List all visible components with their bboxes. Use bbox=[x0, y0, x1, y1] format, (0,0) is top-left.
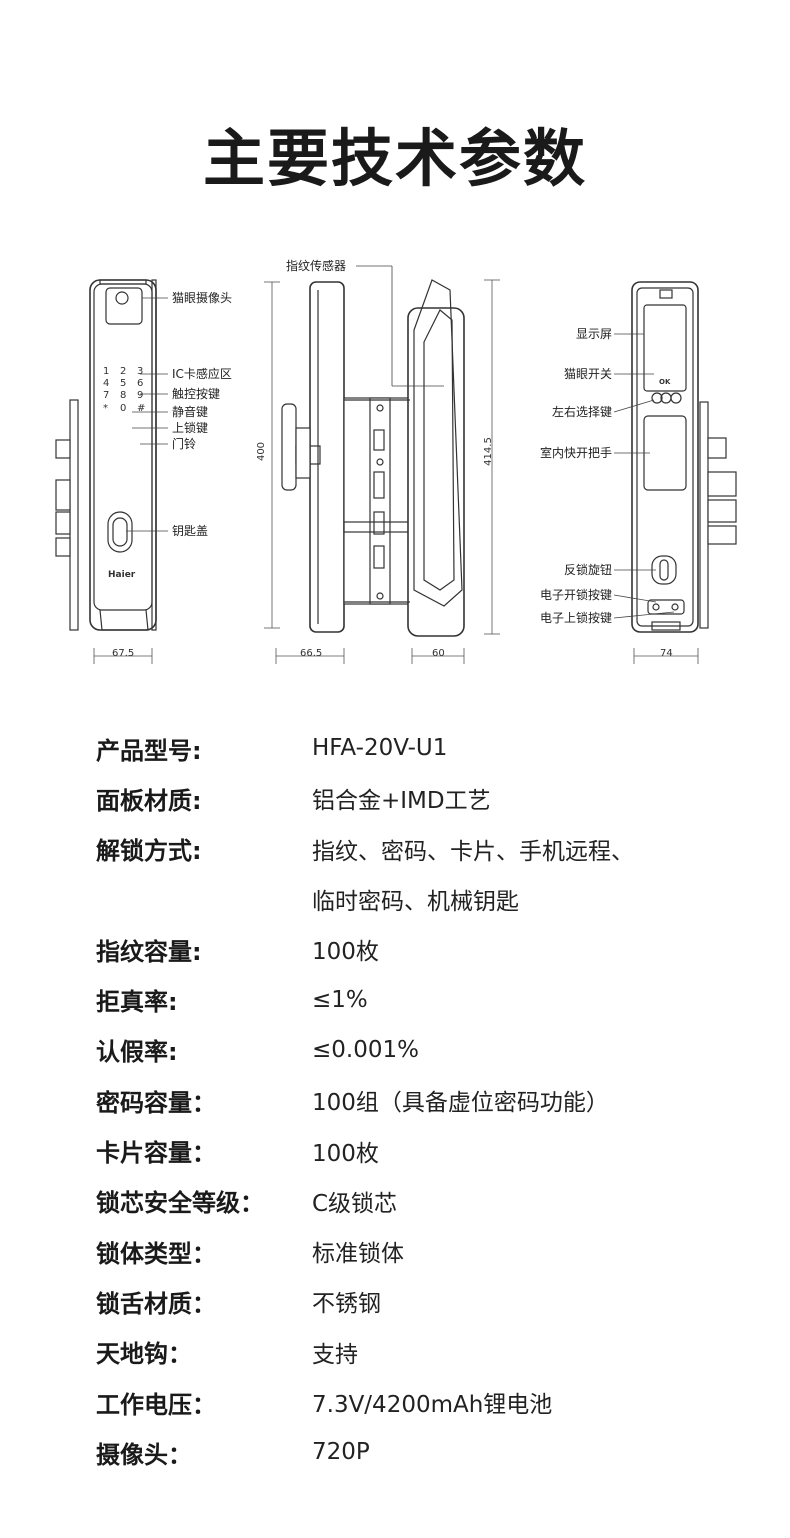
key-star: * bbox=[103, 403, 108, 414]
label-peephole-switch: 猫眼开关 bbox=[563, 367, 612, 381]
spec-value: 支持 bbox=[312, 1341, 358, 1368]
spec-value: HFA-20V-U1 bbox=[312, 735, 448, 762]
spec-value: 标准锁体 bbox=[312, 1241, 404, 1268]
label-lock-key: 上锁键 bbox=[172, 421, 209, 435]
dim-front-width: 67.5 bbox=[112, 648, 135, 659]
spec-value: 100组（具备虚位密码功能） bbox=[312, 1090, 609, 1117]
spec-list: 产品型号: HFA-20V-U1 面板材质: 铝合金+IMD工艺 解锁方式: 指纹、密… bbox=[96, 723, 736, 1477]
spec-key: 认假率: bbox=[96, 1038, 178, 1067]
spec-row: 密码容量： 100组（具备虚位密码功能） bbox=[96, 1075, 736, 1125]
spec-row: 解锁方式: 指纹、密码、卡片、手机远程、 bbox=[96, 824, 736, 874]
ok-key: OK bbox=[659, 378, 671, 386]
spec-value: 不锈钢 bbox=[312, 1291, 381, 1318]
spec-value: 指纹、密码、卡片、手机远程、 bbox=[312, 838, 634, 865]
key-7: 7 bbox=[103, 390, 110, 401]
spec-row: 面板材质: 铝合金+IMD工艺 bbox=[96, 773, 736, 823]
spec-value: 铝合金+IMD工艺 bbox=[312, 788, 491, 815]
label-mute-key: 静音键 bbox=[172, 405, 209, 419]
spec-value: ≤0.001% bbox=[312, 1036, 419, 1063]
label-quick-open-handle: 室内快开把手 bbox=[539, 446, 612, 460]
spec-key: 工作电压： bbox=[96, 1390, 216, 1419]
dim-height-right: 414.5 bbox=[482, 437, 494, 466]
label-left-right-key: 左右选择键 bbox=[551, 405, 612, 419]
key-5: 5 bbox=[120, 378, 127, 389]
spec-value: 7.3V/4200mAh锂电池 bbox=[312, 1392, 553, 1418]
spec-row: 天地钩： 支持 bbox=[96, 1327, 736, 1377]
spec-value: ≤1% bbox=[312, 986, 368, 1013]
key-hash: # bbox=[137, 403, 146, 414]
side-view bbox=[281, 279, 465, 637]
spec-key: 摄像头： bbox=[96, 1440, 192, 1469]
spec-key: 锁体类型： bbox=[96, 1239, 216, 1268]
spec-row: 产品型号: HFA-20V-U1 bbox=[96, 723, 736, 773]
spec-key: 锁芯安全等级： bbox=[96, 1189, 264, 1218]
spec-key: 密码容量： bbox=[96, 1088, 216, 1117]
spec-row: 摄像头： 720P bbox=[96, 1427, 736, 1477]
spec-row: 锁体类型： 标准锁体 bbox=[96, 1226, 736, 1276]
label-ic-card-area: IC卡感应区 bbox=[172, 367, 232, 381]
spec-value: 100枚 bbox=[312, 1140, 379, 1167]
spec-value: 720P bbox=[312, 1439, 370, 1466]
page-title: 主要技术参数 bbox=[202, 122, 587, 195]
label-deadlock-knob: 反锁旋钮 bbox=[563, 563, 612, 577]
lock-drawing bbox=[55, 265, 737, 664]
spec-row: 临时密码、机械钥匙 bbox=[96, 874, 736, 924]
key-0: 0 bbox=[120, 403, 127, 414]
key-4: 4 bbox=[103, 378, 110, 389]
spec-value: 100枚 bbox=[312, 939, 379, 966]
spec-key: 面板材质: bbox=[96, 786, 202, 815]
spec-key: 解锁方式: bbox=[96, 837, 202, 866]
label-doorbell: 门铃 bbox=[172, 437, 197, 451]
back-view bbox=[631, 281, 737, 633]
lock-diagram: 1 2 3 4 5 6 7 8 9 * 0 # Haier OK 猫眼摄像头 I… bbox=[0, 250, 790, 680]
key-9: 9 bbox=[137, 390, 144, 401]
key-1: 1 bbox=[103, 366, 110, 377]
label-peephole-camera: 猫眼摄像头 bbox=[172, 291, 233, 305]
spec-value: C级锁芯 bbox=[312, 1190, 398, 1217]
label-display: 显示屏 bbox=[575, 327, 612, 341]
dim-back-width: 74 bbox=[660, 648, 673, 659]
spec-row: 拒真率: ≤1% bbox=[96, 974, 736, 1024]
spec-key: 卡片容量： bbox=[96, 1139, 216, 1168]
dim-side-depth: 66.5 bbox=[300, 648, 323, 659]
spec-row: 认假率: ≤0.001% bbox=[96, 1025, 736, 1075]
label-touch-keys: 触控按键 bbox=[172, 387, 221, 401]
key-8: 8 bbox=[120, 390, 127, 401]
brand-logo: Haier bbox=[108, 570, 136, 580]
spec-key: 锁舌材质： bbox=[96, 1289, 216, 1318]
key-6: 6 bbox=[137, 378, 144, 389]
label-key-cover: 钥匙盖 bbox=[172, 524, 209, 538]
spec-row: 卡片容量： 100枚 bbox=[96, 1125, 736, 1175]
dim-height-left: 400 bbox=[256, 441, 268, 462]
key-3: 3 bbox=[137, 366, 144, 377]
spec-row: 锁芯安全等级： C级锁芯 bbox=[96, 1176, 736, 1226]
spec-value: 临时密码、机械钥匙 bbox=[312, 889, 519, 916]
spec-row: 工作电压： 7.3V/4200mAh锂电池 bbox=[96, 1377, 736, 1427]
spec-key: 指纹容量: bbox=[96, 937, 202, 966]
label-e-unlock-key: 电子开锁按键 bbox=[539, 588, 612, 602]
spec-row: 指纹容量: 100枚 bbox=[96, 924, 736, 974]
spec-key: 产品型号: bbox=[96, 736, 202, 765]
front-view bbox=[55, 279, 157, 631]
spec-key: 拒真率: bbox=[96, 988, 178, 1017]
label-fingerprint-sensor: 指纹传感器 bbox=[286, 259, 347, 273]
label-e-lock-key: 电子上锁按键 bbox=[539, 611, 612, 625]
dim-side-width: 60 bbox=[432, 648, 445, 659]
spec-key: 天地钩： bbox=[96, 1340, 192, 1369]
key-2: 2 bbox=[120, 366, 127, 377]
spec-row: 锁舌材质： 不锈钢 bbox=[96, 1276, 736, 1326]
